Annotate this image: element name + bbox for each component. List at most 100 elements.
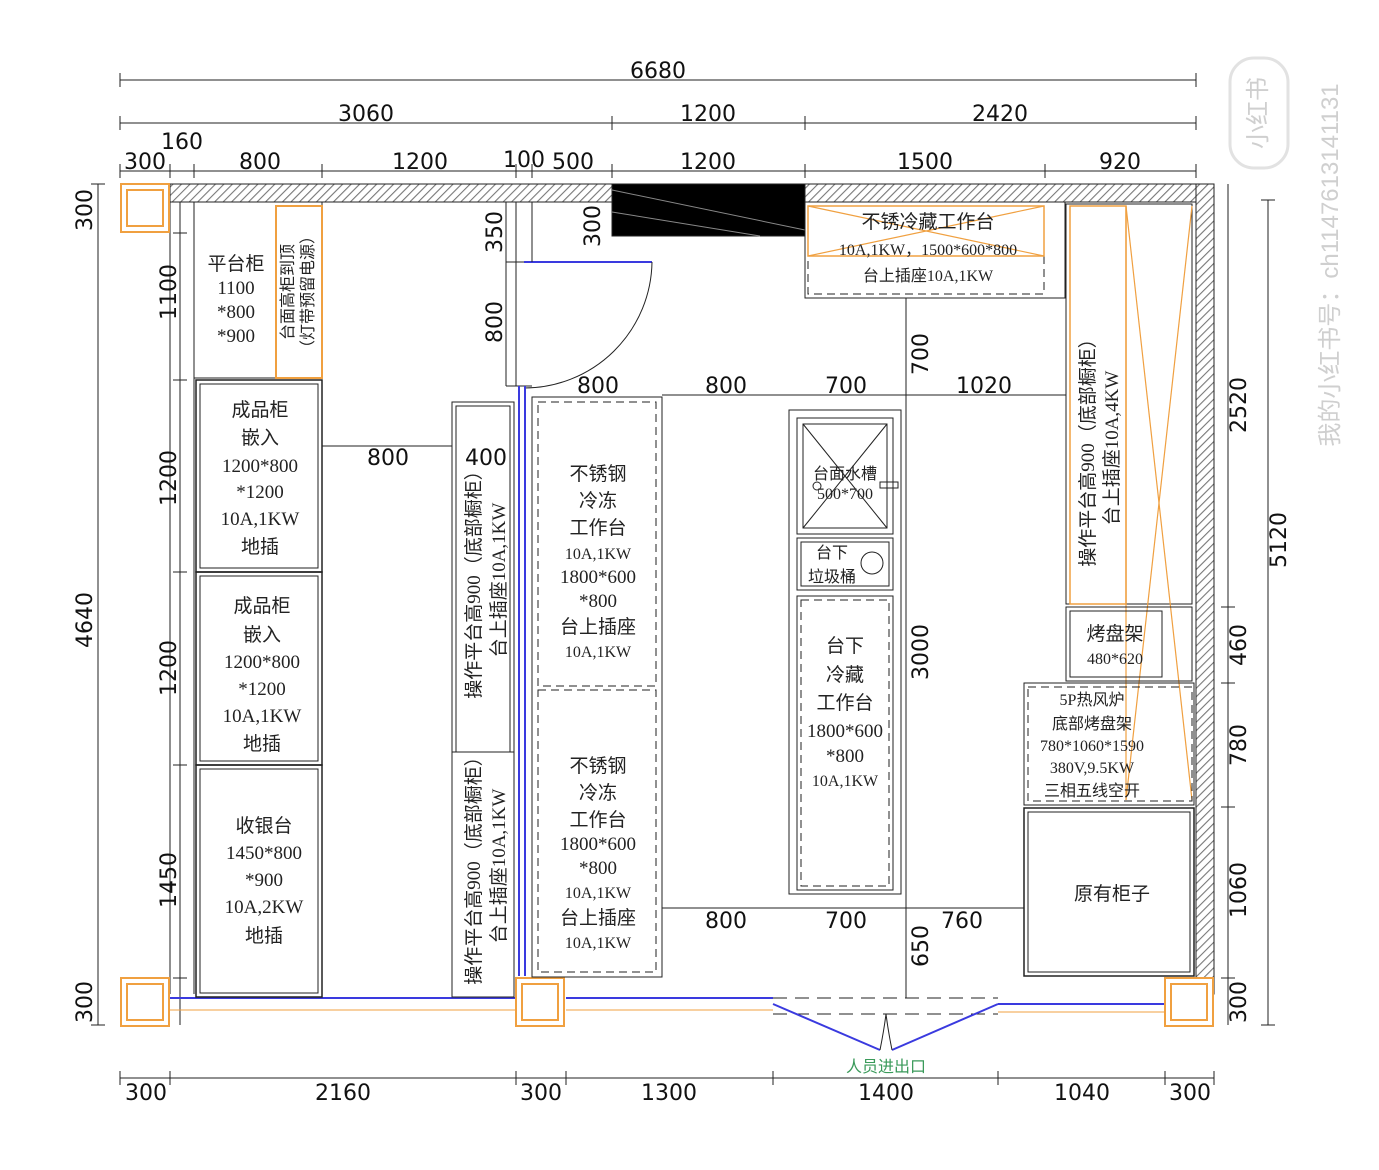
- dim-bottom-g: 300: [1169, 1081, 1211, 1106]
- oven-l5: 三相五线空开: [1044, 782, 1140, 800]
- product-cab2-l5: 10A,1KW: [223, 706, 302, 727]
- oven-l3: 780*1060*1590: [1040, 738, 1144, 755]
- dim-top2-b: 160: [161, 130, 203, 155]
- structural-columns: [120, 183, 1214, 1027]
- dim-overall-width: 6680: [630, 59, 686, 84]
- under-fridge-l6: 10A,1KW: [812, 773, 879, 790]
- dim-top2-a: 300: [124, 150, 166, 175]
- freezer1-l6: *800: [579, 591, 617, 612]
- dim-bot-760: 760: [941, 909, 983, 934]
- tall-cabinet-l2: （灯带预留电源）: [299, 228, 317, 356]
- dim-bottom-c: 300: [520, 1081, 562, 1106]
- dim-left-d: 1200: [157, 640, 182, 696]
- dim-bot-700: 700: [825, 909, 867, 934]
- cashier-l3: *900: [245, 870, 283, 891]
- dim-left-b: 1100: [157, 264, 182, 320]
- under-fridge-l4: 1800*600: [807, 721, 883, 742]
- dim-300-wall: 300: [581, 205, 606, 247]
- freezer2-l3: 工作台: [569, 809, 626, 831]
- dim-left-total: 4640: [73, 592, 98, 648]
- product-cab2-l2: 嵌入: [243, 624, 281, 646]
- dim-top2-c: 800: [239, 150, 281, 175]
- dim-top2-f: 500: [552, 150, 594, 175]
- freezer2-l1: 不锈钢: [569, 755, 626, 777]
- dim-v700: 700: [909, 333, 934, 375]
- platform-cabinet-l3: *800: [217, 302, 255, 323]
- freezer1-l1: 不锈钢: [569, 463, 626, 485]
- freezer2-l6: 10A,1KW: [565, 885, 632, 902]
- product-cab2-l4: *1200: [238, 679, 286, 700]
- entrance-label: 人员进出口: [846, 1058, 926, 1076]
- under-fridge-l3: 工作台: [816, 692, 873, 714]
- dim-bottom-a: 300: [125, 1081, 167, 1106]
- dim-top1-a: 3060: [338, 102, 394, 127]
- product-cab1-l4: *1200: [236, 482, 284, 503]
- freezer1-l4: 10A,1KW: [565, 546, 632, 563]
- platform-cabinet-title: 平台柜: [207, 253, 264, 275]
- dim-top2-d: 1200: [392, 150, 448, 175]
- watermark-logo: 小红书: [1245, 77, 1272, 149]
- fridge-bench-l2: 10A,1KW，1500*600*800: [839, 242, 1017, 259]
- oven-l1: 5P热风炉: [1060, 691, 1125, 709]
- dim-350: 350: [483, 211, 508, 253]
- cashier-l2: 1450*800: [226, 843, 302, 864]
- freezer2-l8: 10A,1KW: [565, 935, 632, 952]
- dim-top1-c: 2420: [972, 102, 1028, 127]
- dim-800-door: 800: [483, 301, 508, 343]
- dim-left-e: 1450: [157, 852, 182, 908]
- fridge-bench-l3: 台上插座10A,1KW: [863, 267, 994, 285]
- cashier-l1: 收银台: [235, 815, 292, 837]
- sink-l1: 台面水槽: [813, 465, 877, 483]
- dim-top2-h: 1500: [897, 150, 953, 175]
- trash-l2: 垃圾桶: [808, 568, 856, 586]
- dim-left-f: 300: [73, 981, 98, 1023]
- dim-top2-e: 100: [503, 148, 545, 173]
- op-left2-l1: 操作平台高900（底部橱柜）: [463, 747, 485, 985]
- oven-l2: 底部烤盘架: [1052, 714, 1132, 733]
- tray-rack-l1: 烤盘架: [1086, 623, 1143, 645]
- dim-right-d: 1060: [1227, 862, 1252, 918]
- under-fridge-l1: 台下: [826, 635, 864, 657]
- freezer1-l5: 1800*600: [560, 567, 636, 588]
- freezer1-l2: 冷冻: [579, 490, 617, 512]
- watermark-text: 我的小红书号：ch1147613141131: [1317, 83, 1344, 446]
- freezer2-l5: *800: [579, 858, 617, 879]
- furniture-labels: 平台柜 1100 *800 *900 台面高柜到顶 （灯带预留电源） 成品柜 嵌…: [207, 211, 1150, 1076]
- dim-right-b: 460: [1227, 624, 1252, 666]
- cashier-l5: 地插: [245, 925, 283, 947]
- dim-bottom-f: 1040: [1054, 1081, 1110, 1106]
- product-cab1-l2: 嵌入: [241, 427, 279, 449]
- fridge-bench-l1: 不锈冷藏工作台: [861, 211, 994, 233]
- op-right-l2: 台上插座10A,4KW: [1101, 371, 1123, 526]
- freezer1-l8: 10A,1KW: [565, 644, 632, 661]
- dim-right-a: 2520: [1227, 377, 1252, 433]
- freezer1-l3: 工作台: [569, 517, 626, 539]
- dim-right-total: 5120: [1267, 512, 1292, 568]
- trash-l1: 台下: [816, 544, 848, 562]
- dim-v3000: 3000: [909, 624, 934, 680]
- under-fridge-l5: *800: [826, 746, 864, 767]
- dim-bot-800: 800: [705, 909, 747, 934]
- dim-row-800-b: 800: [705, 374, 747, 399]
- watermark: 小红书 我的小红书号：ch1147613141131: [1228, 56, 1344, 447]
- dim-v650: 650: [909, 925, 934, 967]
- dim-row-800-a: 800: [577, 374, 619, 399]
- interior-door: [506, 202, 653, 976]
- product-cab1-l6: 地插: [241, 536, 279, 558]
- walls: [120, 183, 1215, 1027]
- dim-right-c: 780: [1227, 724, 1252, 766]
- product-cab1-l5: 10A,1KW: [221, 509, 300, 530]
- dim-left-c: 1200: [157, 450, 182, 506]
- under-fridge-l2: 冷藏: [826, 664, 864, 686]
- platform-cabinet-l2: 1100: [217, 278, 254, 299]
- freezer2-l4: 1800*600: [560, 834, 636, 855]
- dim-800-corridor: 800: [367, 446, 409, 471]
- furniture: [193, 201, 1195, 998]
- platform-cabinet-l4: *900: [217, 326, 255, 347]
- dim-top1-b: 1200: [680, 102, 736, 127]
- product-cab2-l1: 成品柜: [233, 595, 290, 617]
- dim-top2-i: 920: [1099, 150, 1141, 175]
- freezer1-l7: 台上插座: [560, 616, 636, 638]
- tall-cabinet-l1: 台面高柜到顶: [279, 244, 297, 340]
- op-left1-l1: 操作平台高900（底部橱柜）: [463, 461, 485, 699]
